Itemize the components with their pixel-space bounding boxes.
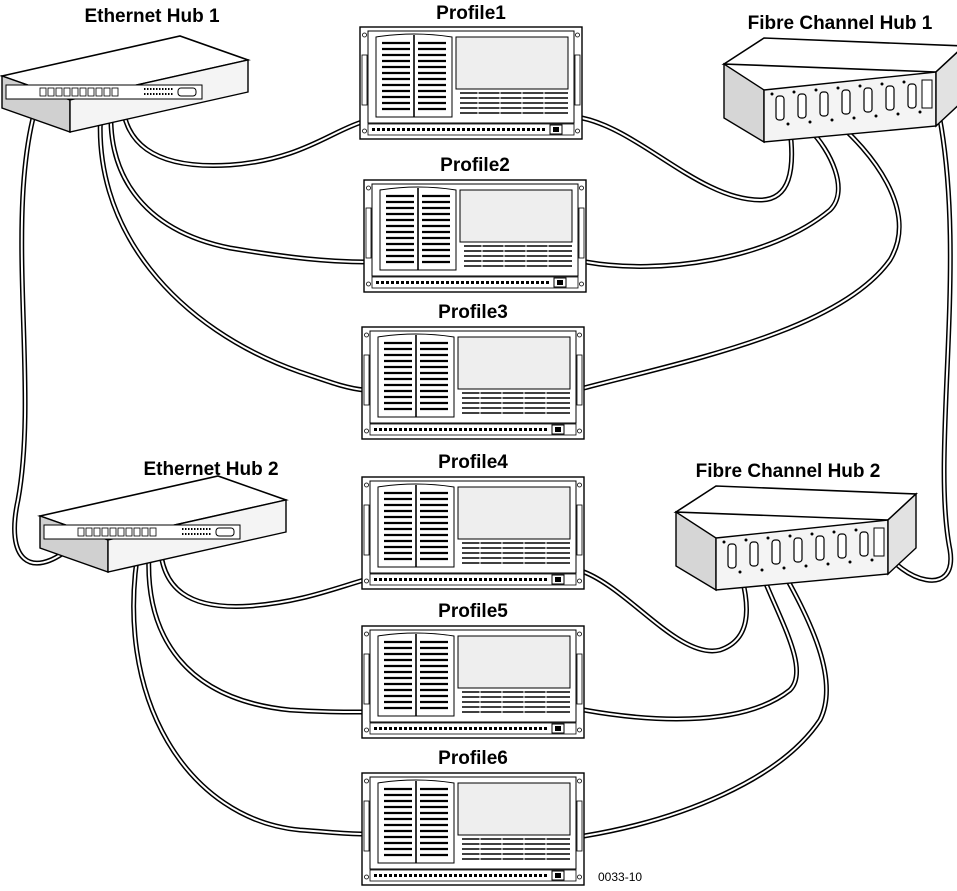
ethernet-hub-1-label: Ethernet Hub 1 [84,6,220,27]
cable-profile2-fc1-core [585,129,840,268]
fibre-channel-hub-1 [723,37,957,143]
ethernet-hub-2 [39,475,287,573]
profile4-server [360,475,586,591]
profile6-label: Profile6 [438,748,508,769]
fibre-channel-hub-2-label: Fibre Channel Hub 2 [695,461,881,482]
cable-eth2-profile6-core [132,539,365,835]
profile4-label: Profile4 [438,452,508,473]
cable-profile3-fc1-core [583,119,901,389]
cable-profile1-fc1-core [581,117,793,202]
cable-profile6-fc2-core [583,569,828,837]
cable-profile2-fc1 [583,127,841,269]
cable-eth2-profile4-core [159,539,365,608]
fibre-channel-hub-1-label: Fibre Channel Hub 1 [747,13,933,34]
profile5-label: Profile5 [438,601,508,622]
figure-number: 0033-10 [598,870,643,884]
cable-eth1-profile2 [108,97,369,265]
profile5-server [360,624,586,740]
cable-eth2-profile5 [146,537,367,715]
cable-eth1-eth2-core [13,87,71,565]
ethernet-hub-2-label: Ethernet Hub 2 [143,459,279,480]
cable-profile5-fc2-core [583,573,798,720]
cable-profile4-fc2-core [583,571,748,652]
profile2-server [362,178,588,294]
cable-eth1-profile1-core [121,99,363,167]
cable-eth1-profile2-core [110,99,367,263]
profile6-server [360,771,586,887]
cable-profile6-fc2 [581,567,829,839]
profile3-label: Profile3 [438,302,508,323]
profile2-label: Profile2 [440,155,510,176]
cable-eth1-profile3-core [99,99,365,391]
cable-eth2-profile5-core [147,539,365,713]
cable-fc1-fc2-core [883,99,952,582]
profile3-server [360,325,586,441]
fibre-channel-hub-2 [675,485,917,591]
cable-eth2-profile6 [131,537,367,837]
ethernet-hub-1 [1,35,249,133]
cables [12,85,954,839]
profile1-server [358,25,584,141]
profile1-label: Profile1 [436,3,506,24]
